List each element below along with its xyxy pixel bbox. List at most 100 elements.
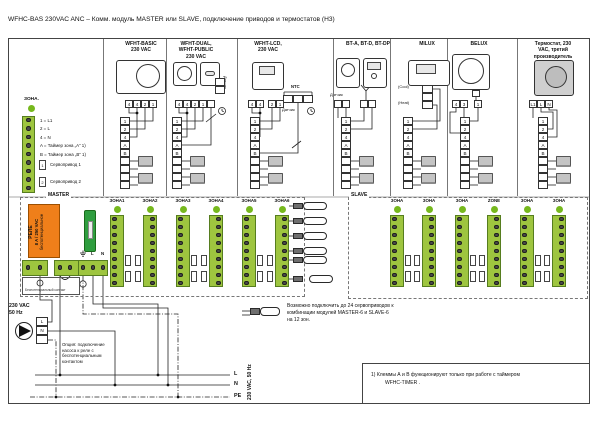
screw-terminal [457,248,462,254]
thermostat-group-title: VAC, третий [538,47,568,54]
screw-terminal [429,256,434,262]
zone-label: ЗОНА [422,198,436,203]
zone-dot [523,205,531,213]
zone-terminal-cell: B [250,149,260,157]
terminal-cell: 2 [141,100,149,108]
screw-terminal [244,248,249,254]
zone-terminal-cell: 2 [250,125,260,133]
zone-terminal-cell [538,157,548,165]
section-divider [166,39,167,196]
wire [178,108,187,114]
screw-terminal [150,224,155,230]
screw-terminal [494,272,499,278]
terminal-cell: 1 [276,100,284,108]
wire [48,339,57,397]
bt-screen [367,62,381,70]
screw-terminal [559,264,564,270]
actuator-plug-icon [293,203,303,209]
terminal-cell [360,100,368,108]
wire [182,108,204,122]
diagram-frame [8,38,590,404]
screw-terminal [559,240,564,246]
terminal-cell: 4 [175,100,183,108]
terminal-cell: 1 [149,100,157,108]
servo-connector-icon [135,271,141,282]
screw-terminal [429,248,434,254]
zone-terminal-cell: 1 [460,117,470,125]
terminal-cell [368,100,376,108]
zone-terminal-cell [120,165,130,173]
zone-terminal-cell: 1 [120,117,130,125]
screw-terminal [178,272,183,278]
screw-terminal [112,224,117,230]
actuator-body-icon [260,307,280,316]
milux-screen [416,64,436,74]
junction-dot [54,395,58,399]
thermostat-group-title: производитель [533,53,573,60]
sensor-label: Датчик [282,107,295,112]
screw-terminal [494,264,499,270]
servo-connector-icon [479,271,485,282]
screw-terminal [150,240,155,246]
screw-terminal [522,272,527,278]
screw-terminal [244,224,249,230]
contact-terminal-block [22,260,48,276]
zone-terminal-cell: 2 [403,125,413,133]
zone-terminal-cell [460,157,470,165]
terminal-cell: 2 [191,100,199,108]
screw-terminal [282,264,287,270]
junction-dot [166,383,170,387]
screw-terminal [178,224,183,230]
wire [351,108,373,130]
screw-terminal [494,240,499,246]
zone-label: ЗОНА [390,198,404,203]
zone-terminal-cell: 1 [403,117,413,125]
wire [351,108,365,122]
terminal-cell: L [537,100,545,108]
screw-terminal [112,232,117,238]
zone-terminal-cell: 4 [538,133,548,141]
screw-terminal [522,232,527,238]
zone-terminal-cell [172,181,182,189]
zone-terminal-cell: 2 [120,125,130,133]
screw-terminal [429,272,434,278]
zone-terminal-cell: 1 [172,117,182,125]
screw-terminal [457,272,462,278]
zone-dot [425,205,433,213]
wire [260,103,299,154]
zone-dot [113,205,121,213]
screw-terminal [522,256,527,262]
screw-terminal [90,265,96,270]
footnote-line: 1) Клеммы А и В функционируют только при… [371,372,520,378]
actuator-icon [421,173,436,184]
screw-terminal [522,224,527,230]
terminal-cell [207,100,215,108]
actuator-icon [190,156,205,167]
section-divider [447,39,448,196]
pump-icon [19,325,31,337]
bus-label: L [234,371,238,377]
wire [92,276,159,375]
zone-terminal-cell: B [341,149,351,157]
screw-terminal [244,256,249,262]
servo-connector-icon [267,271,273,282]
slave-module-box [348,197,588,299]
zone-terminal-cell [172,173,182,181]
actuator-icon [556,156,571,167]
footnote-line: WFHC-TIMER . [385,380,420,386]
junction-dot [113,383,117,387]
dial-icon [545,66,567,88]
zone-terminal-cell [538,173,548,181]
actuator-plug-icon [293,233,303,239]
zone-label: ЗОНА [520,198,534,203]
zone-terminal-cell [172,165,182,173]
terminal-cell: 4 [452,100,460,108]
zone-dot [28,105,35,112]
zone-dot [555,205,563,213]
bus-voltage-label: 230 VAC, 50 Hz [247,364,253,400]
zone-terminal-cell [460,173,470,181]
thermostat-group-title: BELUX [470,41,488,47]
terminal-cell [303,95,313,103]
